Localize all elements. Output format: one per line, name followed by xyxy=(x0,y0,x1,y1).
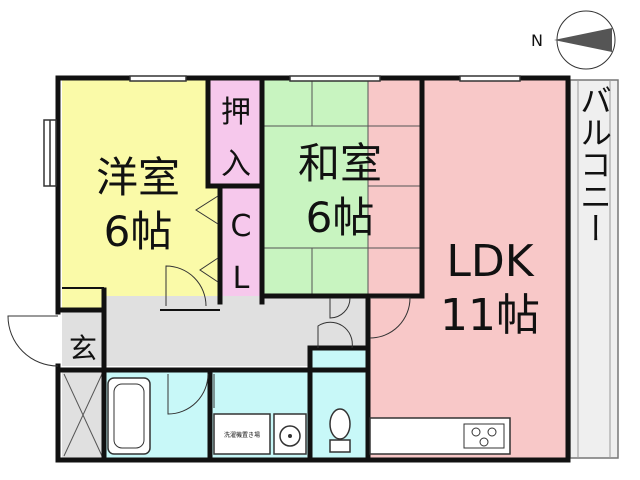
compass: N xyxy=(531,10,616,70)
door-swings xyxy=(7,195,411,415)
oshiire-label-1: 押 xyxy=(221,95,251,130)
windows xyxy=(43,75,521,187)
wash-basin-icon xyxy=(273,413,307,455)
closet-area xyxy=(220,184,262,302)
stove-burner-icon xyxy=(487,427,497,437)
closet-label-1: C xyxy=(231,209,252,244)
toilet-icon xyxy=(329,408,351,453)
balcony-label: バルコニー xyxy=(575,84,613,244)
compass-north-label: N xyxy=(531,31,543,50)
closet-label-2: L xyxy=(233,261,250,296)
western-room xyxy=(62,80,220,310)
genkan-label: 玄 xyxy=(69,332,97,365)
bathtub-icon xyxy=(107,377,151,455)
ldk-label-2: 11帖 xyxy=(440,290,540,341)
genkan-area xyxy=(62,312,104,366)
ldk-label-1: LDK xyxy=(446,236,534,287)
kitchen-counter xyxy=(369,417,511,455)
stove-burner-icon xyxy=(479,437,489,447)
japanese-room-label-2: 6帖 xyxy=(306,193,375,242)
tatami-lines xyxy=(262,80,422,294)
oshiire-label-2: 入 xyxy=(221,147,251,182)
western-room-label-1: 洋室 xyxy=(96,153,180,202)
stove-burner-icon xyxy=(471,427,481,437)
storage-cross xyxy=(63,373,103,457)
japanese-room-label-1: 和室 xyxy=(298,139,382,188)
washer-label: 洗濯機置き場 xyxy=(224,431,260,439)
thin-walls xyxy=(62,287,220,311)
ldk-upper xyxy=(422,80,568,300)
western-room-label-2: 6帖 xyxy=(104,207,173,256)
washing-machine-area: 洗濯機置き場 xyxy=(213,413,271,455)
compass-north-arrow-icon xyxy=(554,28,612,52)
oshiire-area xyxy=(210,80,262,184)
